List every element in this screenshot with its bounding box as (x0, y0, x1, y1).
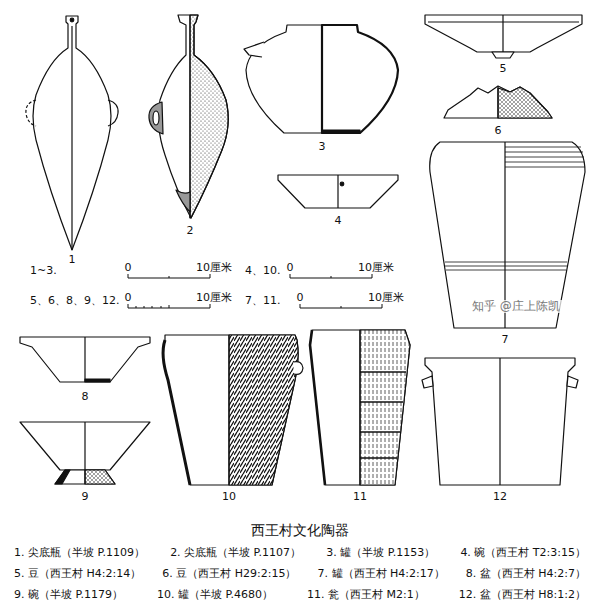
callout-number: 7 (502, 333, 509, 346)
caption-item: 12. 盆（西王村 H8:1:2） (459, 588, 586, 601)
vessel-9 (20, 422, 150, 484)
caption-item: 9. 碗（半坡 P.1179） (14, 588, 123, 601)
vessel-6 (444, 86, 552, 118)
caption-item: 6. 豆（西王村 H29:2:15） (162, 567, 296, 580)
scale-zero: 0 (125, 261, 132, 274)
vessel-5 (425, 15, 582, 58)
scale-unit: 10厘米 (368, 291, 404, 304)
caption-item: 2. 尖底瓶（半坡 P.1107） (170, 546, 301, 559)
callout-number: 2 (187, 224, 194, 237)
scale-label: 5、6、8、9、12. (30, 294, 120, 307)
scale-unit: 10厘米 (358, 261, 394, 274)
caption-item: 10. 罐（半坡 P.4680） (157, 588, 273, 601)
scale-bars (128, 274, 382, 308)
caption-line: 1. 尖底瓶（半坡 P.1109） 2. 尖底瓶（半坡 P.1107） 3. 罐（半… (14, 546, 586, 559)
callout-number: 8 (82, 390, 89, 403)
caption-line: 5. 豆（西王村 H4:2:14） 6. 豆（西王村 H29:2:15） 7. 罐（… (14, 567, 586, 580)
vessel-3 (244, 25, 398, 133)
scale-unit: 10厘米 (196, 291, 232, 304)
caption-item: 11. 瓮（西王村 M2:1） (307, 588, 425, 601)
scale-unit: 10厘米 (196, 261, 232, 274)
caption-item: 4. 碗（西王村 T2:3:15） (460, 546, 586, 559)
callout-number: 6 (495, 124, 502, 137)
caption-item: 5. 豆（西王村 H4:2:14） (14, 567, 141, 580)
figure-title: 西王村文化陶器 (251, 522, 349, 539)
vessel-7 (430, 142, 585, 328)
callout-number: 3 (319, 140, 326, 153)
scale-label: 7、11. (245, 294, 281, 307)
callout-number: 10 (222, 490, 236, 503)
caption-item: 7. 罐（西王村 H4:2:17） (318, 567, 445, 580)
scale-zero: 0 (125, 291, 132, 304)
vessel-11 (310, 330, 410, 485)
callout-number: 11 (353, 490, 367, 503)
vessel-1 (26, 16, 118, 250)
callout-number: 9 (82, 490, 89, 503)
vessel-4 (278, 175, 398, 208)
scale-zero: 0 (297, 291, 304, 304)
vessel-8 (20, 337, 150, 382)
caption-item: 8. 盆（西王村 H4:2:7） (466, 567, 586, 580)
caption-item: 3. 罐（半坡 P.1153） (326, 546, 435, 559)
scale-label: 4、10. (245, 264, 281, 277)
vessel-10 (163, 335, 303, 485)
scale-label: 1~3. (30, 264, 57, 277)
callout-number: 12 (493, 490, 507, 503)
callout-number: 1 (69, 253, 76, 266)
caption-line: 9. 碗（半坡 P.1179） 10. 罐（半坡 P.4680） 11. 瓮（西王村… (14, 588, 586, 601)
scale-zero: 0 (287, 261, 294, 274)
callout-number: 5 (500, 62, 507, 75)
callout-number: 4 (335, 214, 342, 227)
watermark: 知乎 @庄上陈凯 (470, 300, 562, 313)
caption-item: 1. 尖底瓶（半坡 P.1109） (14, 546, 145, 559)
vessel-2 (149, 15, 228, 218)
vessel-12 (422, 358, 578, 485)
